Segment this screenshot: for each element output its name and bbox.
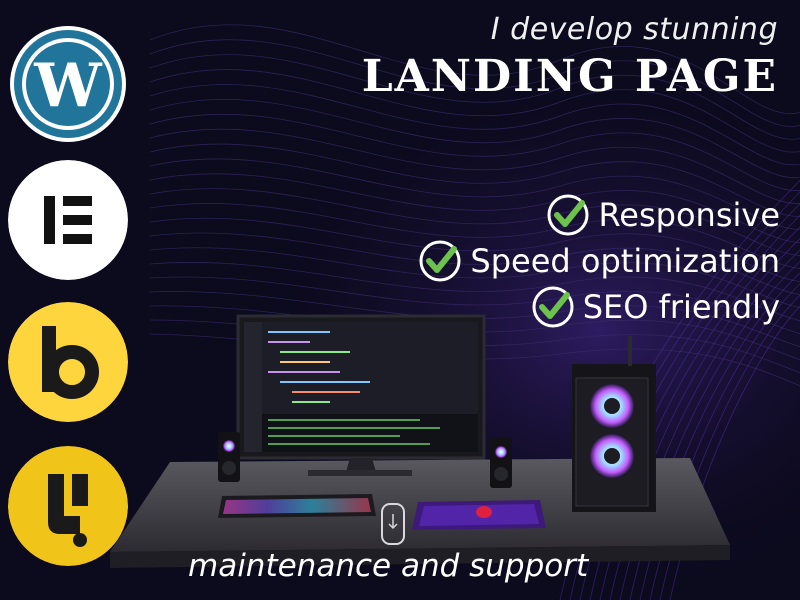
- feature-label: Responsive: [598, 196, 780, 234]
- green-check-icon: [546, 193, 590, 237]
- bricks-logo-icon: [8, 302, 128, 422]
- feature-list: Responsive Speed optimization SEO friend…: [418, 192, 780, 330]
- green-check-icon: [531, 285, 575, 329]
- green-check-icon: [418, 239, 462, 283]
- feature-label: SEO friendly: [582, 288, 780, 326]
- feature-item-seo: SEO friendly: [418, 284, 780, 330]
- feature-label: Speed optimization: [470, 242, 780, 280]
- hostinger-logo-icon: [8, 446, 128, 566]
- phone-stand: [381, 503, 405, 545]
- wordpress-logo-icon: W: [8, 24, 128, 144]
- feature-item-speed: Speed optimization: [418, 238, 780, 284]
- svg-text:W: W: [33, 51, 103, 121]
- headline: I develop stunning LANDING PAGE: [362, 12, 778, 102]
- footer-tagline: maintenance and support: [188, 548, 589, 584]
- headline-title: LANDING PAGE: [361, 51, 778, 102]
- headline-subtitle: I develop stunning: [490, 12, 778, 47]
- elementor-logo-icon: [8, 160, 128, 280]
- feature-item-responsive: Responsive: [418, 192, 780, 238]
